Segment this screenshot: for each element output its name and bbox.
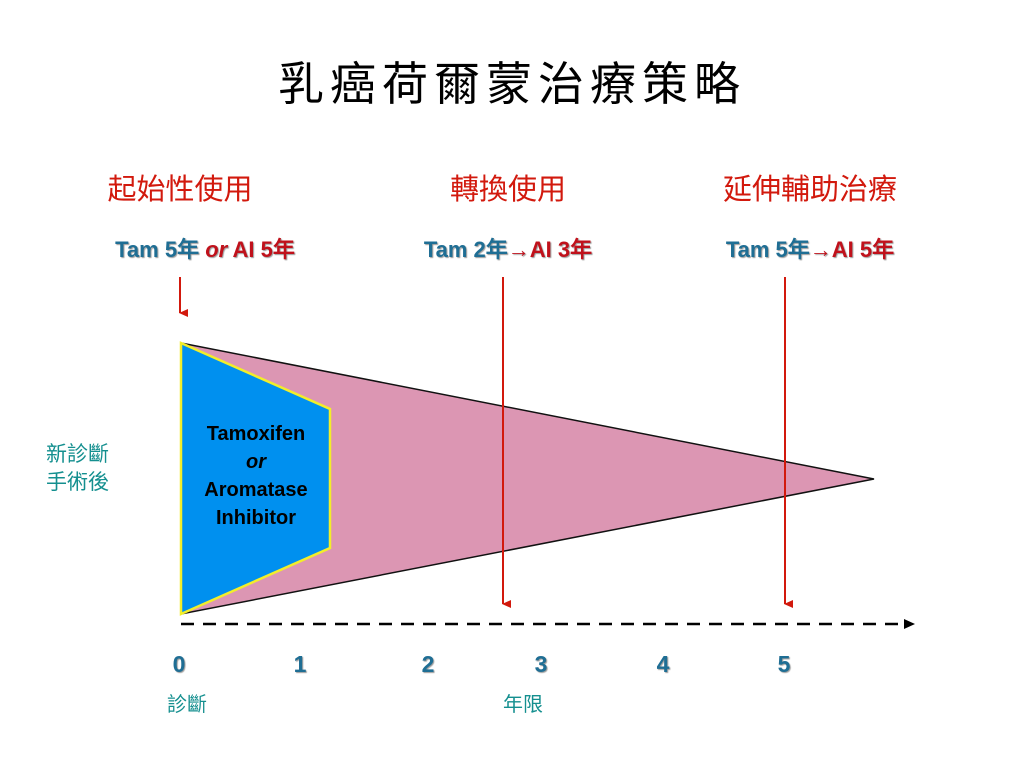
regimen-switch-tam: Tam 2年 [423, 237, 508, 262]
time-axis-arrowhead [904, 619, 915, 629]
regimen-extended: Tam 5年→AI 5年 [680, 232, 940, 264]
axis-tick-1: 1 [293, 651, 307, 677]
regimen-initial-or: or [205, 237, 228, 262]
regimen-initial-ai: AI 5年 [227, 237, 295, 262]
axis-tick-5: 5 [777, 651, 791, 677]
regimen-initial: Tam 5年 or AI 5年 [60, 232, 350, 264]
axis-tick-0: 0 [172, 651, 186, 677]
axis-end-label: 年限 [503, 692, 543, 716]
initial-therapy-box [179, 341, 332, 616]
drug-box-text: Tamoxifen or Aromatase Inhibitor [180, 420, 332, 532]
regimen-switch-ai: →AI 3年 [507, 237, 593, 262]
drug-box-line-2: or [246, 451, 266, 473]
strategy-extended-label: 延伸輔助治療 [722, 172, 897, 206]
side-label-line-2: 手術後 [46, 470, 109, 494]
drug-box-line-4: Inhibitor [216, 507, 296, 529]
axis-tick-4: 4 [656, 651, 670, 677]
strategy-switch-label: 轉換使用 [449, 172, 566, 206]
regimen-extended-tam: Tam 5年 [725, 237, 810, 262]
side-label: 新診斷 手術後 [46, 440, 109, 496]
axis-tick-3: 3 [534, 651, 548, 677]
axis-tick-2: 2 [421, 651, 435, 677]
regimen-extended-ai: →AI 5年 [809, 237, 895, 262]
drug-box-line-1: Tamoxifen [206, 423, 306, 445]
side-label-line-1: 新診斷 [46, 442, 109, 466]
axis-start-label: 診斷 [167, 692, 207, 716]
strategy-initial-label: 起始性使用 [107, 172, 253, 206]
drug-box-line-3: Aromatase [204, 479, 308, 501]
regimen-initial-tam: Tam 5年 [115, 237, 206, 262]
regimen-switch: Tam 2年→AI 3年 [378, 232, 638, 264]
page-title: 乳癌荷爾蒙治療策略 [278, 57, 746, 111]
